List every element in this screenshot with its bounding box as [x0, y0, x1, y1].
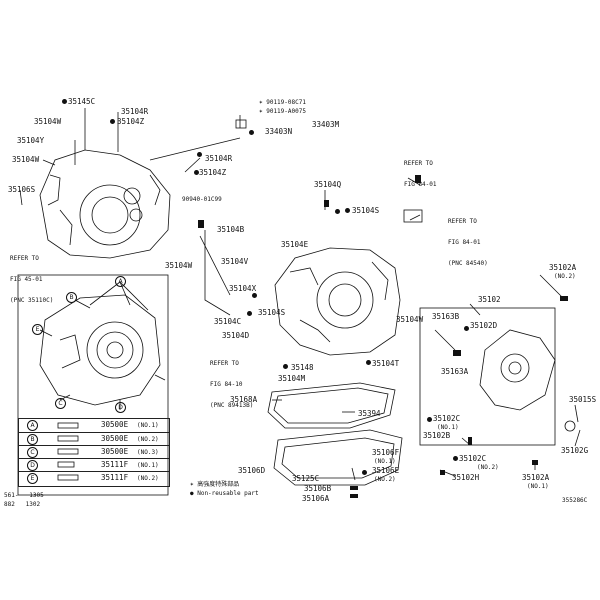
footer-code: 561- 1305: [4, 492, 44, 499]
part-label[interactable]: 35102A: [522, 473, 550, 482]
part-label[interactable]: 35104W: [165, 261, 193, 270]
part-label[interactable]: 33403N: [265, 127, 293, 136]
figure-id: 355286C: [562, 497, 588, 504]
legend-row: A 30500E (NO.1): [19, 419, 169, 432]
part-label[interactable]: 35102C: [433, 414, 461, 423]
legend-row: E 35111F (NO.2): [19, 471, 169, 485]
part-label[interactable]: 35102D: [470, 321, 498, 330]
part-label[interactable]: 35104E: [281, 240, 309, 249]
part-label-note: (NO.2): [554, 273, 576, 280]
part-label[interactable]: 35104R: [205, 154, 233, 163]
part-label[interactable]: 35104S: [258, 308, 286, 317]
part-label[interactable]: 35104W: [396, 315, 424, 324]
part-label[interactable]: 35104Z: [117, 117, 145, 126]
refer-note-mid[interactable]: REFER TO FIG 84-10 (PNC 89413B): [210, 360, 254, 409]
part-label[interactable]: 35104Q: [314, 180, 342, 189]
oil-pan-gasket: [267, 382, 396, 429]
part-label[interactable]: ✶ 90119-A0075: [259, 108, 306, 115]
nonreusable-dot: [366, 360, 371, 365]
extension-housing: [479, 329, 556, 411]
part-label[interactable]: 35125C: [292, 474, 320, 483]
part-label-note: (NO.2): [374, 476, 396, 483]
part-label[interactable]: 35163A: [441, 367, 469, 376]
part-label[interactable]: 35104M: [278, 374, 306, 383]
part-label[interactable]: 35015S: [569, 395, 597, 404]
callout-d: D: [115, 402, 126, 413]
nonreusable-dot: [427, 417, 432, 422]
nonreusable-dot: [362, 470, 367, 475]
part-label-note: (NO.2): [477, 464, 499, 471]
part-label[interactable]: 35163B: [432, 312, 460, 321]
part-label[interactable]: 35102B: [423, 431, 451, 440]
key-star: ✶ 高強度特殊部品: [190, 481, 240, 488]
callout-a: A: [115, 276, 126, 287]
part-label[interactable]: 35104V: [221, 257, 249, 266]
callout-c: C: [55, 398, 66, 409]
part-label[interactable]: 35106B: [304, 484, 332, 493]
part-label-note: (NO.1): [527, 483, 549, 490]
refer-note-right[interactable]: REFER TO FIG 84-01 (PNC 84540): [448, 218, 488, 267]
part-label[interactable]: 35106D: [238, 466, 266, 475]
nonreusable-dot: [464, 326, 469, 331]
legend-row: D 35111F (NO.1): [19, 458, 169, 472]
nonreusable-dot: [247, 311, 252, 316]
part-label[interactable]: 35104W: [34, 117, 62, 126]
part-label[interactable]: 35104W: [12, 155, 40, 164]
part-label[interactable]: 35102G: [561, 446, 589, 455]
part-label-note: (NO.1): [374, 458, 396, 465]
part-label[interactable]: 35106F: [372, 448, 400, 457]
nonreusable-dot: [62, 99, 67, 104]
part-label[interactable]: 35168A: [230, 395, 258, 404]
nonreusable-dot: [335, 209, 340, 214]
oil-pan: [273, 429, 403, 486]
part-label[interactable]: 35104S: [352, 206, 380, 215]
part-label[interactable]: 35145C: [68, 97, 96, 106]
callout-b: B: [66, 292, 77, 303]
transmission-case: [274, 247, 401, 356]
nonreusable-dot: [194, 170, 199, 175]
legend-row: C 30500E (NO.3): [19, 445, 169, 459]
part-label[interactable]: ✶ 90119-08C71: [259, 99, 306, 106]
part-label[interactable]: 35104D: [222, 331, 250, 340]
nonreusable-dot: [345, 208, 350, 213]
nonreusable-dot: [197, 152, 202, 157]
part-label[interactable]: 35106S: [8, 185, 36, 194]
refer-note-top-right[interactable]: REFER TO FIG 84-01: [404, 160, 437, 188]
part-label[interactable]: 35104T: [372, 359, 400, 368]
nonreusable-dot: [283, 364, 288, 369]
nonreusable-dot: [453, 456, 458, 461]
nonreusable-dot: [249, 130, 254, 135]
part-label[interactable]: 35148: [291, 363, 314, 372]
bolt-legend: A 30500E (NO.1) B 30500E (NO.2) C 30500E…: [18, 418, 170, 487]
footer-code: 882 1302: [4, 501, 41, 508]
part-label[interactable]: 33403M: [312, 120, 340, 129]
part-label[interactable]: 35394: [358, 409, 381, 418]
nonreusable-dot: [110, 119, 115, 124]
part-label[interactable]: 35104Y: [17, 136, 45, 145]
part-label[interactable]: 35102A: [549, 263, 577, 272]
part-label[interactable]: 35104C: [214, 317, 242, 326]
part-label[interactable]: 35102: [478, 295, 501, 304]
part-label[interactable]: 90940-01C99: [182, 196, 222, 203]
legend-row: B 30500E (NO.2): [19, 432, 169, 446]
part-label[interactable]: 35106E: [372, 466, 400, 475]
part-label[interactable]: 35104Z: [199, 168, 227, 177]
part-label[interactable]: 35102H: [452, 473, 480, 482]
part-label[interactable]: 35104B: [217, 225, 245, 234]
key-dot: ● Non-reusable part: [190, 490, 259, 497]
part-label-note: (NO.1): [437, 424, 459, 431]
part-label[interactable]: 35106A: [302, 494, 330, 503]
part-label[interactable]: 35102C: [459, 454, 487, 463]
callout-e: E: [32, 324, 43, 335]
converter-housing: [39, 149, 171, 259]
refer-note-left[interactable]: REFER TO FIG 45-01 (PNC 35110C): [10, 255, 54, 304]
nonreusable-dot: [252, 293, 257, 298]
part-label[interactable]: 35104X: [229, 284, 257, 293]
drain-plug: [350, 486, 358, 490]
part-label[interactable]: 35104R: [121, 107, 149, 116]
